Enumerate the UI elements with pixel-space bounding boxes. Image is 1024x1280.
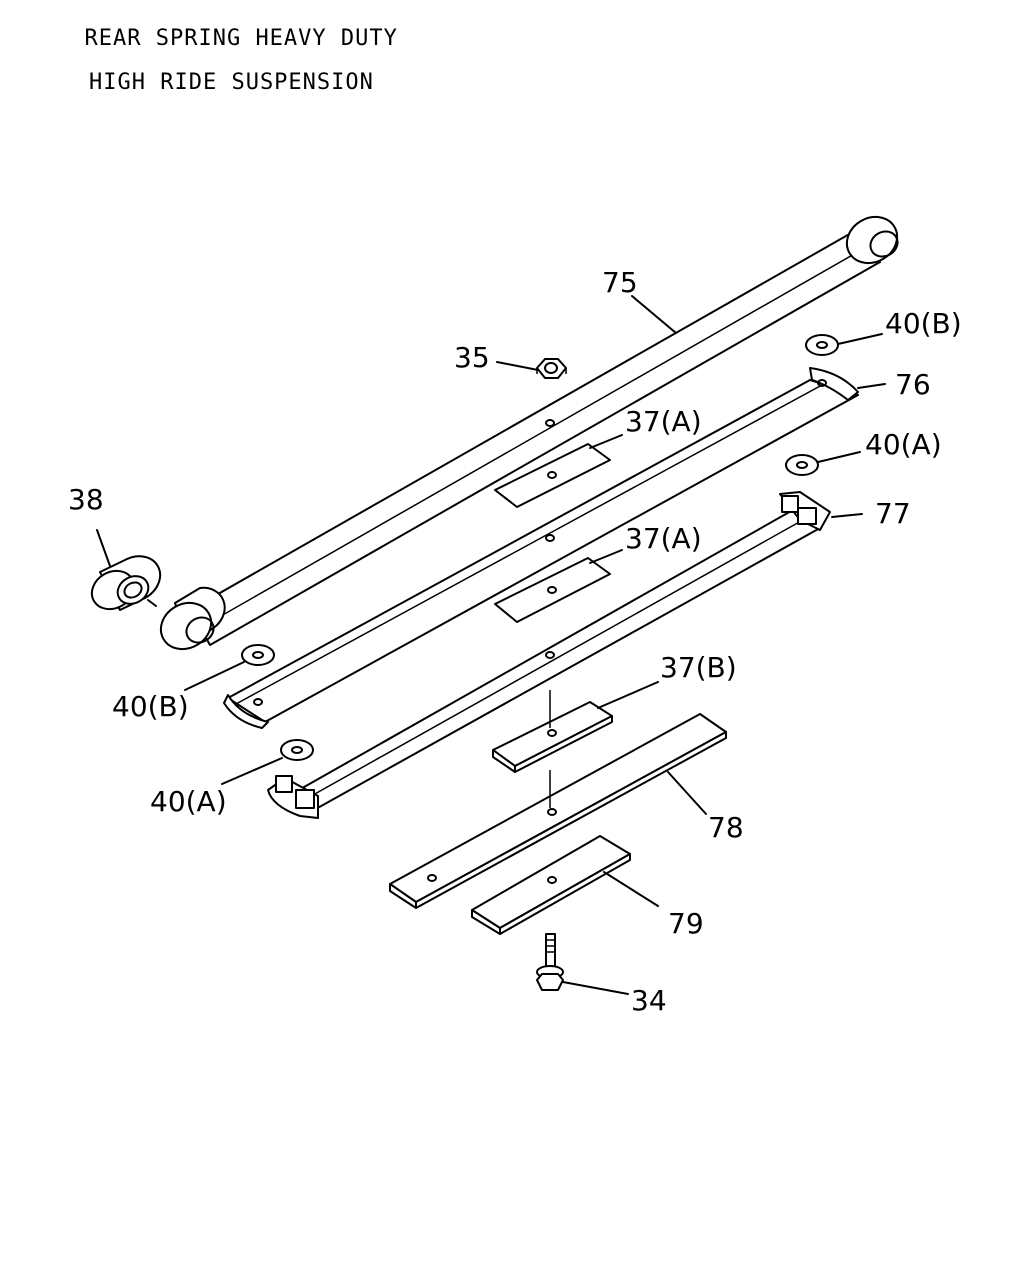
callout-37a-middle: 37(A) [625,522,702,555]
part-34-center-bolt[interactable] [536,933,564,991]
part-79-plate[interactable] [471,835,631,935]
callout-79: 79 [668,907,704,940]
leader-lines [96,295,886,995]
callout-37a-top: 37(A) [625,405,702,438]
part-37b-spacer[interactable] [492,701,613,773]
part-40a-washer-top[interactable] [785,454,819,476]
title-line-1: REAR SPRING HEAVY DUTY [84,26,398,51]
part-75-main-leaf[interactable] [152,208,905,658]
callout-75: 75 [602,266,638,299]
callout-40a-left: 40(A) [150,785,227,818]
part-37a-spacer-top[interactable] [494,443,611,508]
part-40a-washer-left[interactable] [280,739,314,761]
callout-77: 77 [875,497,911,530]
callout-38: 38 [68,483,104,516]
callout-40a-top: 40(A) [865,428,942,461]
callout-35: 35 [454,341,490,374]
part-78-plate[interactable] [389,713,727,909]
part-35-nut[interactable] [536,358,567,379]
callout-78: 78 [708,811,744,844]
callout-34: 34 [631,984,667,1017]
part-38-bushing[interactable] [85,555,162,616]
title-line-2: HIGH RIDE SUSPENSION [89,70,374,95]
callout-40b-top: 40(B) [885,307,962,340]
callout-76: 76 [895,368,931,401]
part-76-second-leaf[interactable] [223,367,859,729]
callout-40b-left: 40(B) [112,690,189,723]
callout-37b: 37(B) [660,651,737,684]
part-40b-washer-top[interactable] [805,334,839,356]
diagram-title: REAR SPRING HEAVY DUTY HIGH RIDE SUSPENS… [56,6,398,116]
part-40b-washer-left[interactable] [241,644,275,666]
part-37a-spacer-middle[interactable] [494,557,611,623]
part-77-third-leaf[interactable] [267,491,831,819]
